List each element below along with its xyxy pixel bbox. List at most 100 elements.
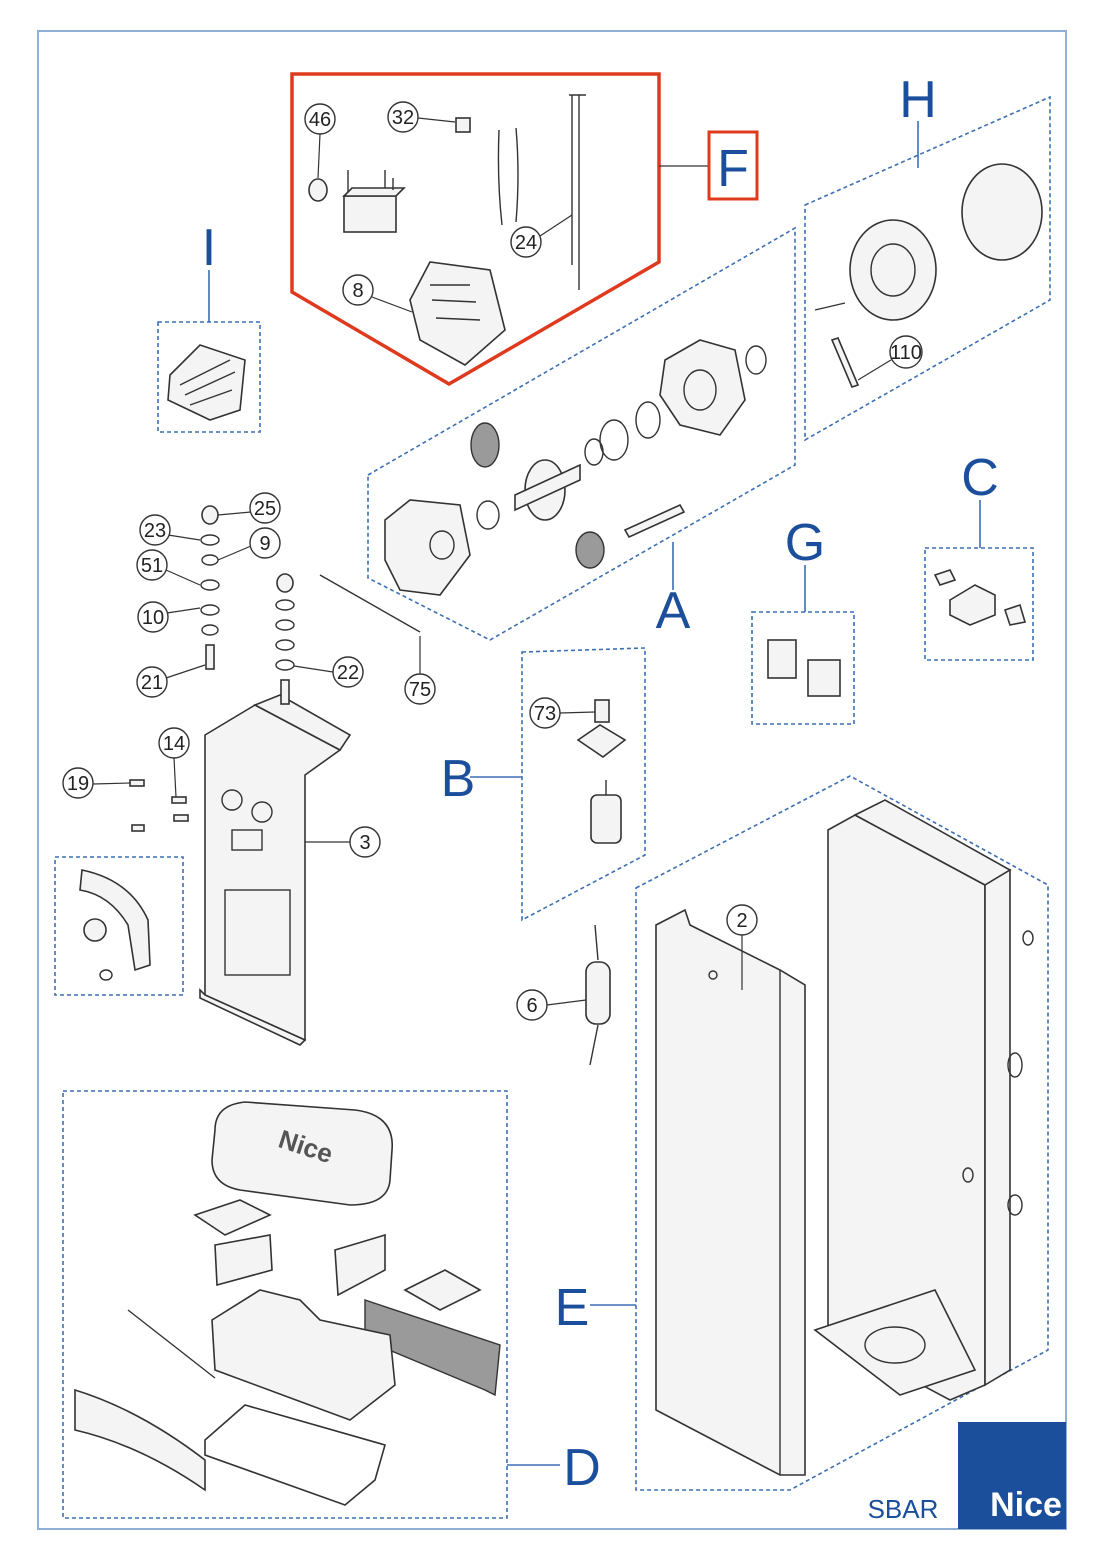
- group-b-outline: [521, 647, 646, 922]
- callout-14-leader: [173, 757, 177, 798]
- spring-body-part: [585, 961, 611, 1025]
- head-housing-part: [211, 1289, 396, 1421]
- cabinet-side: [984, 868, 1011, 1387]
- callout-24[interactable]: 24: [510, 214, 573, 258]
- washer-r2: [275, 619, 295, 631]
- lever-group-outline: [54, 856, 184, 996]
- callout-19-leader: [92, 782, 131, 785]
- group-a[interactable]: A: [367, 226, 796, 641]
- callout-6-leader: [546, 999, 587, 1006]
- group-c[interactable]: C: [924, 449, 1034, 661]
- outer-frame: [37, 30, 1067, 1530]
- callout-22-label: 22: [337, 662, 359, 684]
- callout-10[interactable]: 10: [137, 601, 201, 633]
- callout-110-leader: [857, 359, 892, 381]
- callout-46[interactable]: 46: [304, 103, 336, 179]
- cam-right: [1003, 603, 1027, 626]
- motor-part: [590, 794, 622, 844]
- callout-51[interactable]: 51: [136, 549, 201, 586]
- callout-2[interactable]: 2: [726, 904, 758, 990]
- callout-6[interactable]: 6: [516, 989, 587, 1021]
- control-board-housing-part: [409, 261, 506, 366]
- mounting-plate-part: [204, 704, 342, 1042]
- screw-14-a: [171, 796, 187, 804]
- bearing-right: [745, 345, 767, 375]
- base-gasket-part: [204, 1404, 386, 1506]
- callout-14-label: 14: [163, 733, 185, 755]
- output-shaft: [514, 463, 581, 512]
- cabinet-hole-3: [962, 1167, 974, 1183]
- mounting-plate-assembly: [129, 505, 611, 1066]
- callout-46-leader: [317, 133, 321, 179]
- callout-9-circle: [249, 527, 281, 559]
- group-g[interactable]: G: [751, 514, 855, 725]
- group-d-outline: [62, 1090, 508, 1519]
- spring-rod-part: [319, 574, 421, 633]
- group-b[interactable]: B: [441, 647, 646, 922]
- group-h[interactable]: H: [804, 71, 1051, 442]
- callout-25[interactable]: 25: [217, 492, 281, 524]
- callout-75[interactable]: 75: [404, 636, 436, 705]
- callout-21-leader: [165, 664, 206, 679]
- gearbox-half-right: [659, 339, 746, 436]
- callout-110[interactable]: 110: [857, 335, 923, 381]
- top-cover-part: [211, 1101, 393, 1206]
- callout-19-circle: [62, 767, 94, 799]
- lens-right: [334, 1233, 386, 1297]
- callout-14[interactable]: 14: [158, 727, 190, 798]
- group-e[interactable]: E: [555, 775, 1049, 1491]
- encoder-pin: [814, 302, 846, 311]
- callout-23-leader: [167, 534, 201, 541]
- callout-21-label: 21: [141, 672, 163, 694]
- transformer-part: [343, 195, 397, 233]
- mounting-plate-top: [253, 694, 352, 752]
- callout-24-label: 24: [515, 232, 537, 254]
- group-a-label: A: [656, 582, 691, 640]
- worm-gear: [575, 531, 605, 569]
- callout-110-label: 110: [890, 342, 922, 364]
- callout-73-circle: [529, 697, 561, 729]
- callout-46-circle: [304, 103, 336, 135]
- callout-51-label: 51: [141, 555, 163, 577]
- wire-pair-part: [497, 127, 519, 226]
- callout-3[interactable]: 3: [305, 826, 381, 858]
- lever-hub-part: [83, 918, 107, 942]
- callout-25-circle: [249, 492, 281, 524]
- callout-21[interactable]: 21: [136, 664, 206, 698]
- group-i[interactable]: I: [157, 219, 261, 433]
- cam-left: [933, 569, 957, 586]
- worm-shaft: [623, 503, 686, 539]
- group-e-outline: [635, 775, 1049, 1491]
- spring-hook-top: [594, 924, 599, 961]
- callout-19-label: 19: [67, 773, 89, 795]
- callout-32-label: 32: [392, 107, 414, 129]
- callout-9[interactable]: 9: [217, 527, 281, 561]
- cabinet-base-plate: [813, 1289, 977, 1396]
- callout-8[interactable]: 8: [342, 274, 413, 313]
- group-g-label: G: [785, 514, 825, 572]
- lever-group[interactable]: [54, 856, 184, 996]
- lens-left: [214, 1234, 273, 1287]
- callout-51-circle: [136, 549, 168, 581]
- washer-4: [200, 604, 220, 616]
- group-g-outline: [751, 611, 855, 725]
- cover-hole: [708, 970, 718, 980]
- group-h-label: H: [899, 71, 937, 129]
- callout-73[interactable]: 73: [529, 697, 596, 729]
- callout-19[interactable]: 19: [62, 767, 131, 799]
- group-c-label: C: [961, 449, 999, 507]
- callout-32[interactable]: 32: [387, 101, 456, 133]
- callout-22[interactable]: 22: [293, 656, 364, 688]
- switch-part: [455, 117, 471, 133]
- group-c-outline: [924, 547, 1034, 661]
- seal-ring: [584, 438, 604, 466]
- callout-9-label: 9: [259, 533, 270, 555]
- housing-ribs: [430, 284, 481, 321]
- base-plate-hole: [864, 1326, 926, 1364]
- group-f-label-box: [707, 130, 759, 201]
- callout-22-circle: [332, 656, 364, 688]
- callout-23[interactable]: 23: [139, 514, 201, 546]
- group-f[interactable]: F: [290, 72, 759, 387]
- washer-r3: [275, 639, 295, 651]
- group-d[interactable]: D Nice: [62, 1090, 601, 1519]
